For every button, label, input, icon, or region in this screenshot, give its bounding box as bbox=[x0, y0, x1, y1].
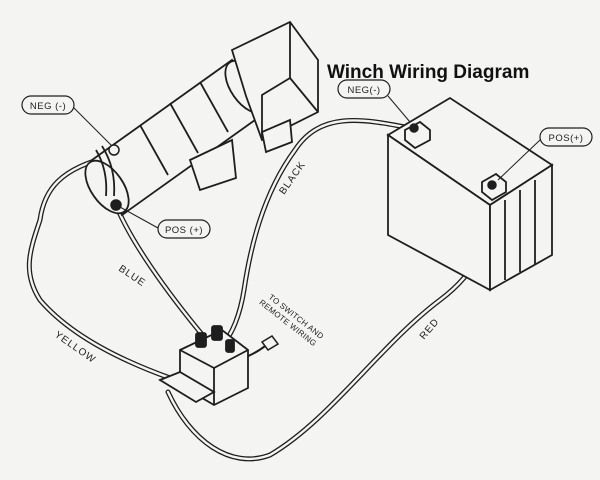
battery-pos-label: POS(+) bbox=[549, 133, 584, 144]
battery-terminals bbox=[409, 123, 497, 190]
black-wire-label: BLACK bbox=[277, 159, 308, 196]
black-wire bbox=[219, 117, 413, 348]
red-wire-label: RED bbox=[418, 316, 442, 342]
diagram-title: Winch Wiring Diagram bbox=[327, 62, 529, 83]
callout-battery-pos: POS(+) bbox=[497, 127, 593, 181]
battery-pos-terminal bbox=[487, 180, 497, 190]
solenoid bbox=[157, 325, 249, 407]
winch-pos-label: POS (+) bbox=[165, 225, 203, 236]
callout-winch-neg: NEG (-) bbox=[21, 95, 113, 147]
battery bbox=[386, 96, 554, 292]
winch-neg-label: NEG (-) bbox=[30, 101, 66, 112]
callout-battery-neg: NEG(-) bbox=[337, 79, 411, 123]
callout-winch-pos: POS (+) bbox=[119, 206, 211, 239]
switch-connector bbox=[260, 335, 280, 351]
winch-terminals bbox=[108, 144, 122, 211]
winch-neg-terminal bbox=[108, 144, 120, 156]
battery-neg-label: NEG(-) bbox=[347, 85, 380, 96]
battery-neg-terminal bbox=[409, 123, 419, 133]
blue-wire-label: BLUE bbox=[116, 263, 147, 289]
winch-pos-terminal bbox=[110, 199, 122, 211]
winch-motor bbox=[84, 20, 319, 217]
yellow-wire-label: YELLOW bbox=[52, 329, 97, 365]
